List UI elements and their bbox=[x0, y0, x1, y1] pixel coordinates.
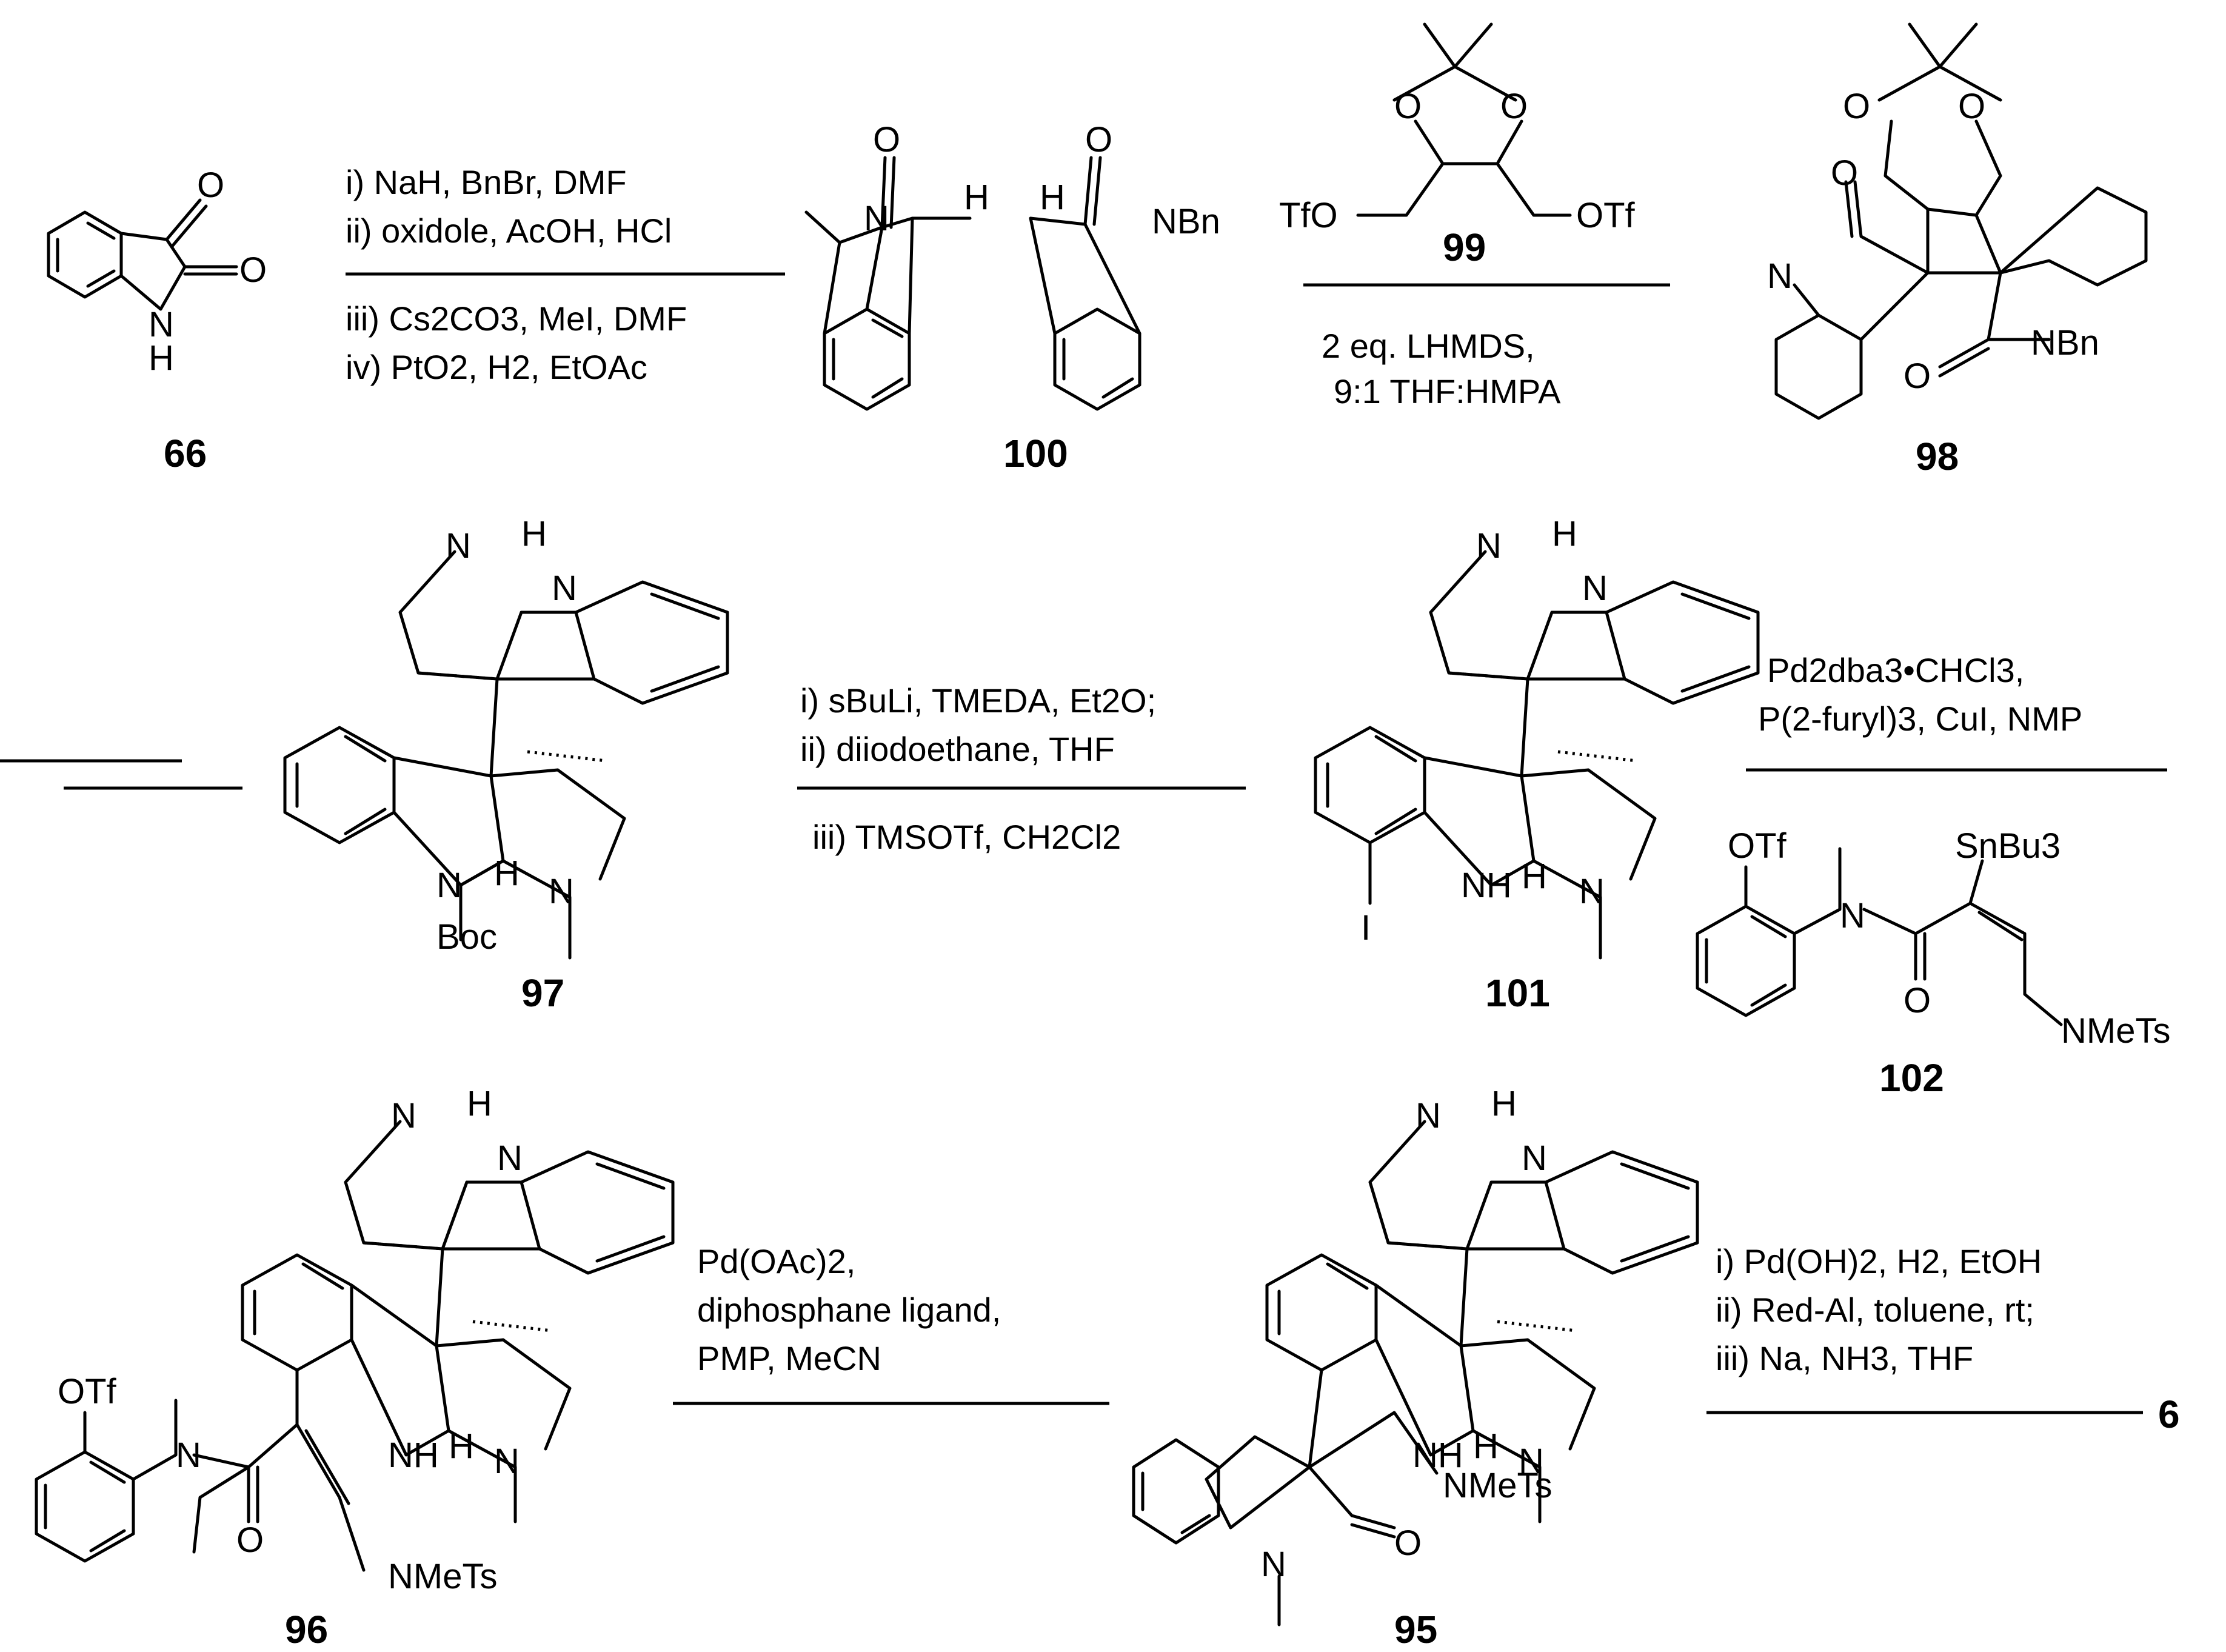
step6-line2: diphosphane ligand, bbox=[697, 1291, 1001, 1329]
step1-line1: i) NaH, BnBr, DMF bbox=[346, 163, 627, 201]
c97-n3-label: N bbox=[436, 866, 462, 905]
c97-h1-label: H bbox=[521, 514, 547, 553]
compound-102-structure: OTf N SnBu3 O NMeTs bbox=[1696, 826, 2170, 1051]
step5-line2: P(2-furyl)3, CuI, NMP bbox=[1758, 700, 2082, 738]
compound-96-structure: N H N NH H N OTf N O NMeTs bbox=[35, 1084, 675, 1596]
c95-h1-label: H bbox=[1491, 1084, 1517, 1123]
step1-line4: iv) PtO2, H2, EtOAc bbox=[346, 348, 647, 386]
compound-101-label: 101 bbox=[1485, 971, 1550, 1015]
c101-n3-label: N bbox=[1579, 872, 1605, 911]
c101-iodine-label: I bbox=[1361, 908, 1371, 948]
c102-nmets-label: NMeTs bbox=[2061, 1011, 2170, 1051]
c101-n1-label: N bbox=[1476, 526, 1502, 566]
c97-h2-label: H bbox=[494, 854, 520, 893]
step4-line2: ii) diiodoethane, THF bbox=[800, 730, 1115, 768]
c96-nmets-label: NMeTs bbox=[388, 1557, 497, 1596]
c98-nbn-label: NBn bbox=[2031, 323, 2099, 363]
c100-h2-label: H bbox=[1040, 178, 1065, 217]
step7-line1: i) Pd(OH)2, H2, EtOH bbox=[1716, 1242, 2042, 1280]
compound-97-structure: N H N N H N Boc bbox=[283, 514, 729, 960]
c95-n4-label: N bbox=[1261, 1545, 1286, 1584]
c95-o-label: O bbox=[1394, 1523, 1422, 1563]
c96-h1-label: H bbox=[467, 1084, 492, 1123]
compound-99-structure: O O TfO OTf bbox=[1279, 22, 1636, 235]
isatin-h-label: H bbox=[149, 338, 174, 378]
c100-n1-label: N bbox=[864, 199, 889, 238]
c101-n2-label: N bbox=[1582, 569, 1608, 608]
c95-nh-label: NH bbox=[1412, 1436, 1463, 1475]
compound-98-structure: O O O N NBn O bbox=[1767, 22, 2148, 420]
c97-boc-label: Boc bbox=[436, 917, 497, 957]
step5-line1: Pd2dba3•CHCl3, bbox=[1767, 651, 2024, 689]
c100-h1-label: H bbox=[964, 178, 989, 217]
c99-otf-label: OTf bbox=[1576, 196, 1636, 235]
compound-97-label: 97 bbox=[521, 971, 564, 1015]
ketone-oxygen-label: O bbox=[197, 166, 224, 205]
c98-o1-label: O bbox=[1843, 87, 1870, 126]
c96-n3-label: N bbox=[494, 1442, 520, 1481]
amide-oxygen-label: O bbox=[239, 250, 267, 290]
compound-66-structure: O O N H bbox=[47, 166, 267, 378]
c96-n4-label: N bbox=[176, 1436, 201, 1475]
c96-h2-label: H bbox=[449, 1426, 474, 1466]
step7-line2: ii) Red-Al, toluene, rt; bbox=[1716, 1291, 2034, 1329]
step2-line1: 2 eq. LHMDS, bbox=[1322, 327, 1535, 365]
c97-n2-label: N bbox=[552, 569, 577, 608]
c102-n-label: N bbox=[1840, 896, 1865, 935]
c96-n2-label: N bbox=[497, 1139, 523, 1178]
compound-100-structure: O O N H H NBn bbox=[804, 120, 1220, 411]
c95-n2-label: N bbox=[1522, 1139, 1547, 1178]
c102-snbu3-label: SnBu3 bbox=[1955, 826, 2061, 866]
compound-95-label: 95 bbox=[1394, 1608, 1437, 1651]
compound-101-structure: N H N NH H N I bbox=[1314, 514, 1760, 960]
c99-o2-label: O bbox=[1500, 87, 1528, 126]
c98-o-amide-label: O bbox=[1903, 356, 1931, 396]
compound-98-label: 98 bbox=[1916, 435, 1959, 478]
c95-n1-label: N bbox=[1415, 1096, 1441, 1135]
c95-h2-label: H bbox=[1473, 1426, 1499, 1466]
c96-n1-label: N bbox=[391, 1096, 416, 1135]
step6-line3: PMP, MeCN bbox=[697, 1339, 881, 1377]
c98-o2-label: O bbox=[1958, 87, 1985, 126]
step1-line3: iii) Cs2CO3, MeI, DMF bbox=[346, 299, 687, 338]
compound-66-label: 66 bbox=[164, 432, 207, 475]
isatin-nh-label: N bbox=[149, 305, 174, 344]
compound-100-label: 100 bbox=[1003, 432, 1068, 475]
c98-n-label: N bbox=[1767, 256, 1793, 296]
step6-line1: Pd(OAc)2, bbox=[697, 1242, 855, 1280]
step4-line1: i) sBuLi, TMEDA, Et2O; bbox=[800, 681, 1156, 720]
c98-o-ketone-label: O bbox=[1831, 153, 1858, 193]
c100-o2-label: O bbox=[1085, 120, 1112, 159]
c96-nh-label: NH bbox=[388, 1436, 439, 1475]
step2-line2: 9:1 THF:HMPA bbox=[1334, 372, 1561, 410]
step7-line3: iii) Na, NH3, THF bbox=[1716, 1339, 1973, 1377]
c101-h2-label: H bbox=[1522, 857, 1547, 896]
c96-o-label: O bbox=[236, 1520, 264, 1560]
c100-nbn-label: NBn bbox=[1152, 202, 1220, 241]
c96-otf-label: OTf bbox=[58, 1372, 117, 1411]
compound-99-label: 99 bbox=[1443, 226, 1486, 269]
c97-n4-label: N bbox=[549, 872, 574, 911]
compound-102-label: 102 bbox=[1879, 1056, 1944, 1100]
c95-nmets-label: NMeTs bbox=[1443, 1466, 1552, 1505]
compound-6-label: 6 bbox=[2158, 1393, 2180, 1436]
c101-nh-label: NH bbox=[1461, 866, 1512, 905]
c95-n3-label: N bbox=[1519, 1442, 1544, 1481]
c102-otf-label: OTf bbox=[1728, 826, 1787, 866]
step4-line3: iii) TMSOTf, CH2Cl2 bbox=[812, 818, 1121, 856]
c100-o1-label: O bbox=[873, 120, 900, 159]
c97-n1-label: N bbox=[446, 526, 471, 566]
c99-tfo-label: TfO bbox=[1279, 196, 1338, 235]
c99-o1-label: O bbox=[1394, 87, 1422, 126]
compound-95-structure: N H N NH H N NMeTs O N bbox=[1132, 1084, 1699, 1627]
c102-o-label: O bbox=[1903, 981, 1931, 1020]
compound-96-label: 96 bbox=[285, 1608, 328, 1651]
c101-h1-label: H bbox=[1552, 514, 1577, 553]
step1-line2: ii) oxidole, AcOH, HCl bbox=[346, 212, 672, 250]
